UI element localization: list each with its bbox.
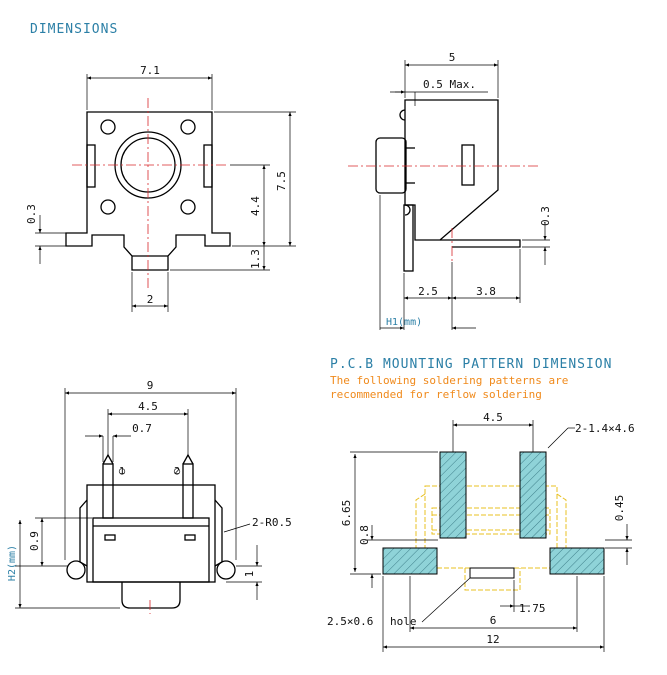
pcb-pad-top-left <box>439 451 467 539</box>
front-plunger-height-dimension: 1.3 <box>249 249 262 269</box>
bottom-plunger-offset-dimension: 1 <box>243 571 256 578</box>
pcb-overall-span-dimension: 12 <box>486 633 499 646</box>
front-view <box>35 74 296 312</box>
pcb-pad-height-dimension: 0.8 <box>358 525 371 545</box>
side-depth-dimension: 5 <box>449 51 456 64</box>
pcb-hole <box>469 567 515 579</box>
pcb-pattern <box>350 420 632 652</box>
side-body-front-dimension: 3.8 <box>476 285 496 298</box>
pcb-pad-right <box>549 547 605 575</box>
bottom-h2-label: H2(mm) <box>7 545 18 581</box>
side-leg-offset-dimension: 0.3 <box>539 206 552 226</box>
pcb-pad-spacing-dimension: 4.5 <box>483 411 503 424</box>
front-leg-offset-dimension: 0.3 <box>25 204 38 224</box>
bottom-pin-width-dimension: 0.7 <box>132 422 152 435</box>
front-height-dimension: 7.5 <box>275 171 288 191</box>
pcb-pad-left <box>382 547 438 575</box>
pcb-hole-offset-dimension: 1.75 <box>519 602 546 615</box>
bottom-view: ◯ ◯ <box>15 388 262 614</box>
pcb-pattern-heading: P.C.B MOUNTING PATTERN DIMENSION <box>330 357 612 372</box>
svg-text:◯: ◯ <box>174 466 180 477</box>
pcb-inner-span-dimension: 6 <box>490 614 497 627</box>
pcb-note-line-1: The following soldering patterns are <box>330 374 568 387</box>
bottom-pin-span-dimension: 4.5 <box>138 400 158 413</box>
pcb-pad-top-right <box>519 451 547 539</box>
side-h1-label: H1(mm) <box>386 317 422 328</box>
bottom-foot-height-dimension: 0.9 <box>28 531 41 551</box>
pin-1-marker: 1 <box>119 466 125 477</box>
pcb-total-height-dimension: 6.65 <box>340 500 353 527</box>
bottom-radius-label: 2-R0.5 <box>252 516 292 529</box>
front-plunger-width-dimension: 2 <box>147 293 154 306</box>
pcb-note-line-2: recommended for reflow soldering <box>330 388 542 401</box>
side-view <box>348 60 550 330</box>
pin-2-marker: 2 <box>174 466 180 477</box>
pcb-hole-size-label: 2.5×0.6 <box>327 615 373 628</box>
svg-text:◯: ◯ <box>119 466 125 477</box>
pcb-right-offset-dimension: 0.45 <box>613 495 626 522</box>
side-max-tolerance: 0.5 Max. <box>423 78 476 91</box>
front-pin-pitch-dimension: 4.4 <box>249 196 262 216</box>
front-width-dimension: 7.1 <box>140 64 160 77</box>
bottom-overall-width-dimension: 9 <box>147 379 154 392</box>
dimensions-heading: DIMENSIONS <box>30 22 118 37</box>
pcb-hole-label: hole <box>390 615 417 628</box>
side-body-rear-dimension: 2.5 <box>418 285 438 298</box>
pcb-pad-size-label: 2-1.4×4.6 <box>575 422 635 435</box>
